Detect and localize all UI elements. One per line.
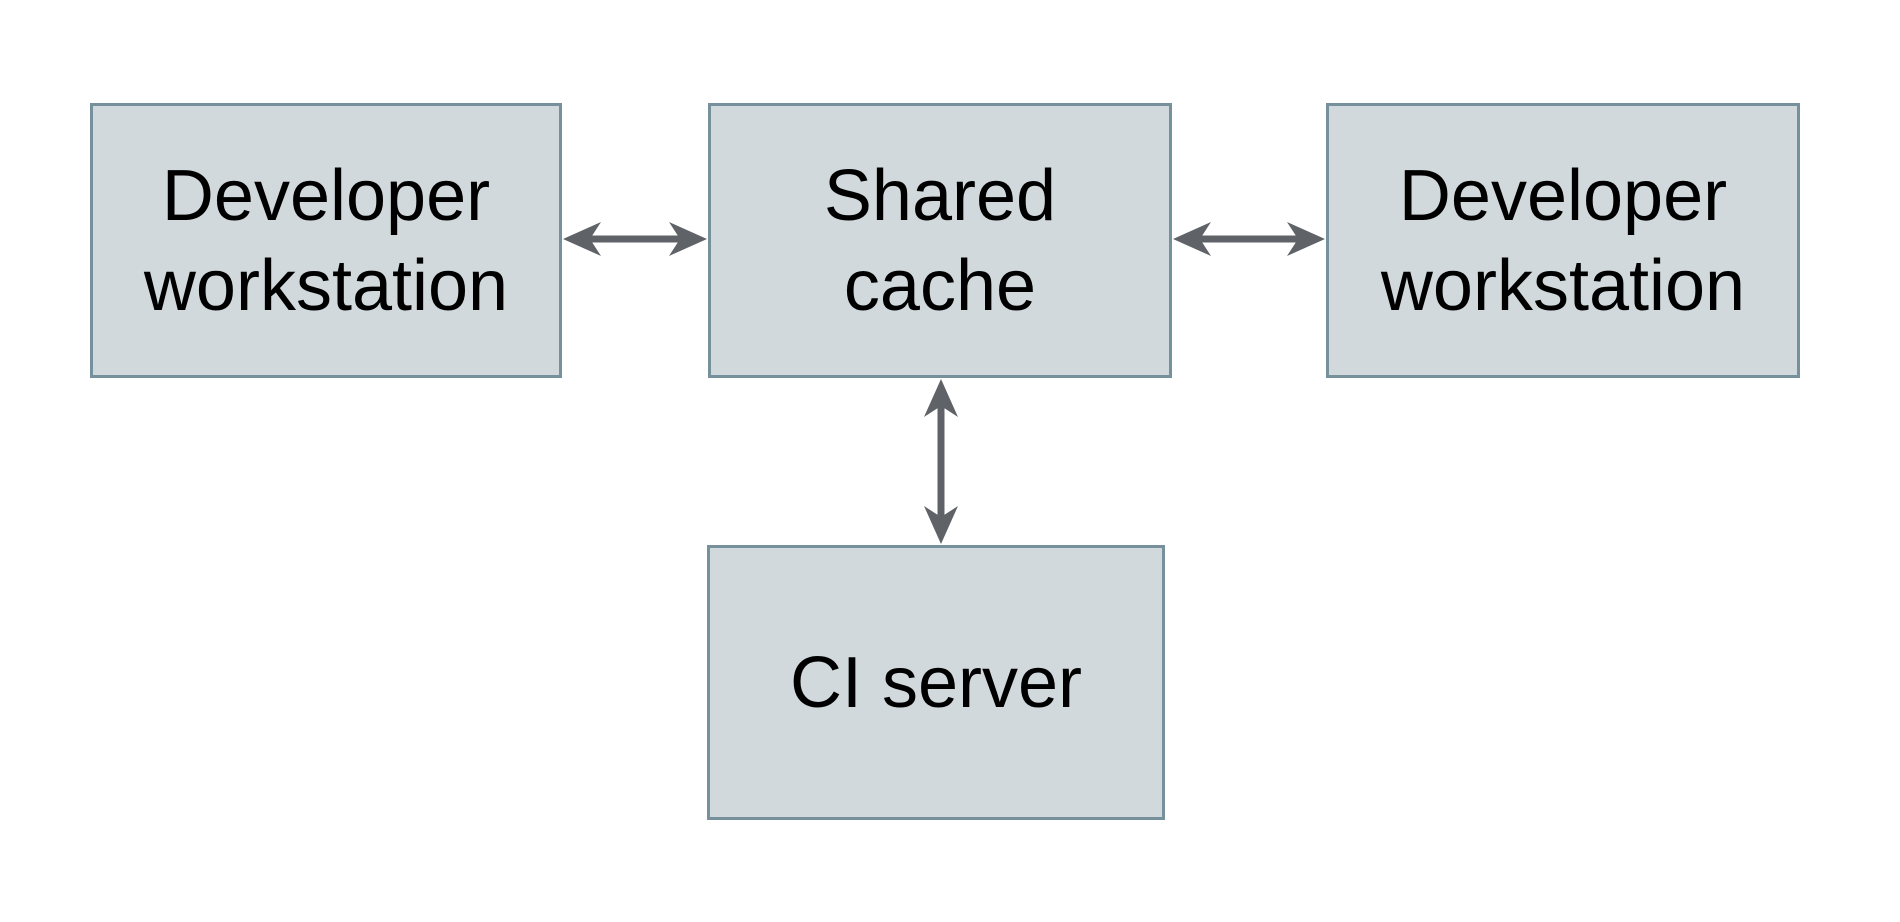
double-arrow-vertical-icon xyxy=(924,379,958,544)
node-label-developer-workstation-right: Developer workstation xyxy=(1380,155,1746,326)
node-label-shared-cache: Shared cache xyxy=(823,155,1057,326)
double-arrow-horizontal-icon xyxy=(1173,222,1325,256)
double-arrow-cache-ci-server xyxy=(921,378,961,545)
node-shared-cache: Shared cache xyxy=(708,103,1172,378)
node-label-ci-server: CI server xyxy=(789,642,1083,723)
double-arrow-cache-workstation-right xyxy=(1172,219,1326,259)
double-arrow-horizontal-icon xyxy=(563,222,707,256)
node-label-developer-workstation-left: Developer workstation xyxy=(143,155,509,326)
node-developer-workstation-right: Developer workstation xyxy=(1326,103,1800,378)
node-ci-server: CI server xyxy=(707,545,1165,820)
node-developer-workstation-left: Developer workstation xyxy=(90,103,562,378)
double-arrow-workstation-left-cache xyxy=(562,219,708,259)
